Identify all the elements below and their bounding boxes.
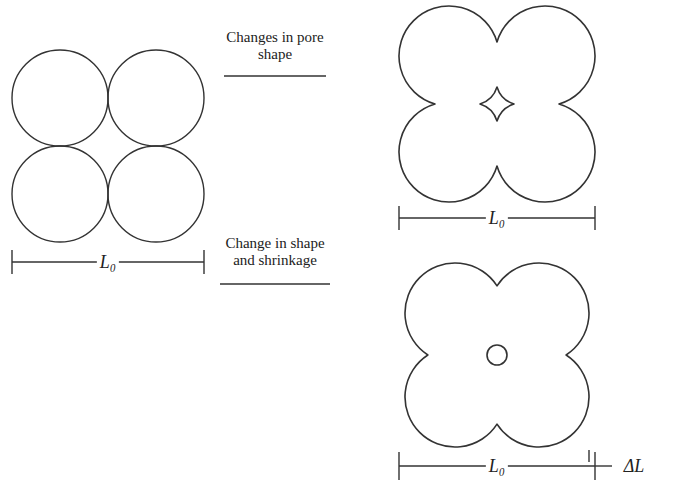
process-note: Changes in pore shape — [220, 29, 330, 64]
sintered-compact — [399, 6, 595, 202]
pore — [487, 345, 507, 365]
shrinkage-leader — [595, 465, 612, 466]
dimension-label: L₀ — [486, 456, 508, 477]
powder-particle — [12, 50, 108, 146]
powder-particle — [12, 146, 108, 242]
process-line — [224, 75, 326, 76]
dimension-label: L₀ — [97, 252, 119, 273]
extension-line — [588, 450, 589, 462]
process-note: Change in shape and shrinkage — [220, 235, 330, 270]
powder-particle — [108, 50, 204, 146]
process-line — [220, 283, 330, 284]
powder-particle — [108, 146, 204, 242]
pore — [480, 87, 514, 121]
shrunk-compact — [405, 263, 589, 447]
dimension-label: L₀ — [486, 208, 508, 229]
dimension-label: ΔL — [621, 456, 648, 477]
